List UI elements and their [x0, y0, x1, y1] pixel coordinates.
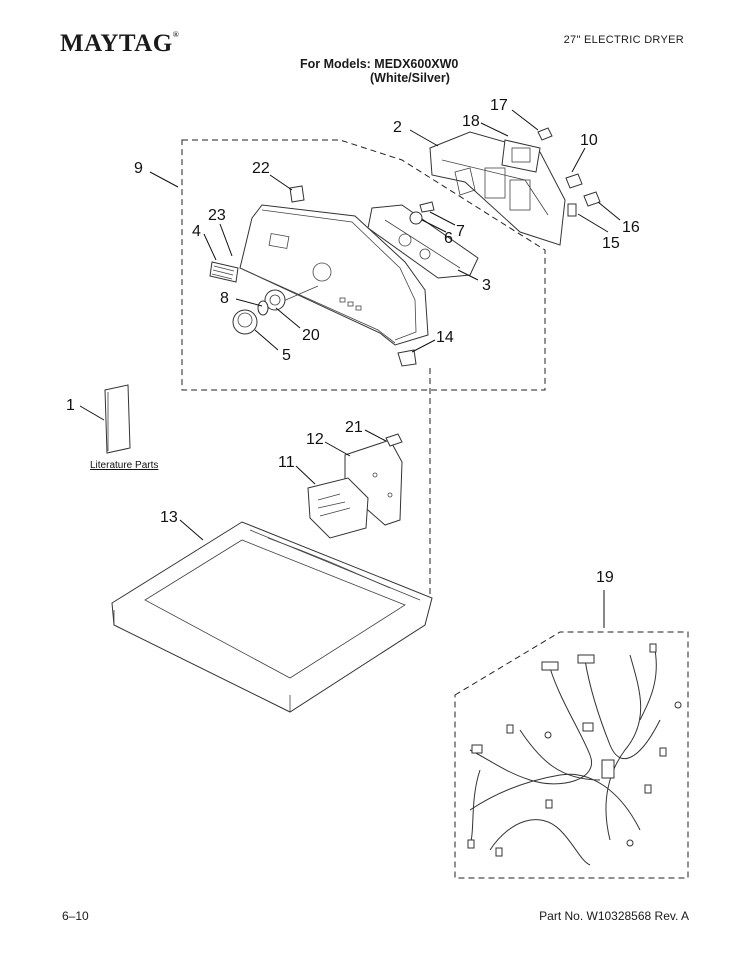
callout-12: 12 [306, 431, 324, 448]
clip-14 [397, 349, 417, 367]
callout-8: 8 [220, 290, 229, 307]
callout-labels: 9 2 18 17 10 16 15 22 7 6 3 23 4 8 20 5 … [66, 97, 640, 586]
literature-parts-label: Literature Parts [90, 460, 158, 471]
callout-20: 20 [302, 327, 320, 344]
callout-16: 16 [622, 219, 640, 236]
console-back-panel [429, 131, 566, 246]
clip-22 [289, 185, 305, 203]
console-group-outline [181, 139, 546, 391]
page-number: 6–10 [62, 909, 89, 923]
callout-5: 5 [282, 347, 291, 364]
harness-group-outline [454, 631, 689, 879]
callout-1: 1 [66, 397, 75, 414]
clip-15 [567, 203, 577, 217]
callout-18: 18 [462, 113, 480, 130]
encoder-part [409, 201, 435, 225]
callout-10: 10 [580, 132, 598, 149]
callout-6: 6 [444, 230, 453, 247]
callout-14: 14 [436, 329, 454, 346]
model-color: (White/Silver) [370, 71, 450, 85]
maytag-logo: MAYTAG® [60, 30, 180, 57]
callout-13: 13 [160, 509, 178, 526]
fastener-16 [583, 191, 601, 207]
callout-2: 2 [393, 119, 402, 136]
wire-harness [467, 643, 682, 866]
screw-17 [537, 127, 553, 141]
model-number: For Models: MEDX600XW0 [300, 57, 459, 71]
callout-23: 23 [208, 207, 226, 224]
dryer-top [111, 521, 433, 713]
model-info: For Models: MEDX600XW0 (White/Silver) [300, 57, 458, 85]
console-housing [239, 204, 429, 346]
document-type: 27" ELECTRIC DRYER [563, 34, 684, 46]
callout-19: 19 [596, 569, 614, 586]
knob-assembly [232, 285, 319, 335]
callout-7: 7 [456, 223, 465, 240]
fastener-10 [565, 173, 583, 189]
leader-lines [79, 109, 621, 628]
callout-15: 15 [602, 235, 620, 252]
part-number: Part No. W10328568 Rev. A [539, 909, 689, 923]
callout-21: 21 [345, 419, 363, 436]
callout-11: 11 [278, 454, 295, 471]
callout-22: 22 [252, 160, 270, 177]
callout-9: 9 [134, 160, 143, 177]
control-module [307, 477, 369, 539]
bracket-part [501, 139, 541, 173]
literature-booklet [104, 384, 131, 454]
callout-4: 4 [192, 223, 201, 240]
screw-21 [385, 433, 403, 447]
callout-17: 17 [490, 97, 508, 114]
callout-3: 3 [482, 277, 491, 294]
display-lens [209, 261, 239, 283]
